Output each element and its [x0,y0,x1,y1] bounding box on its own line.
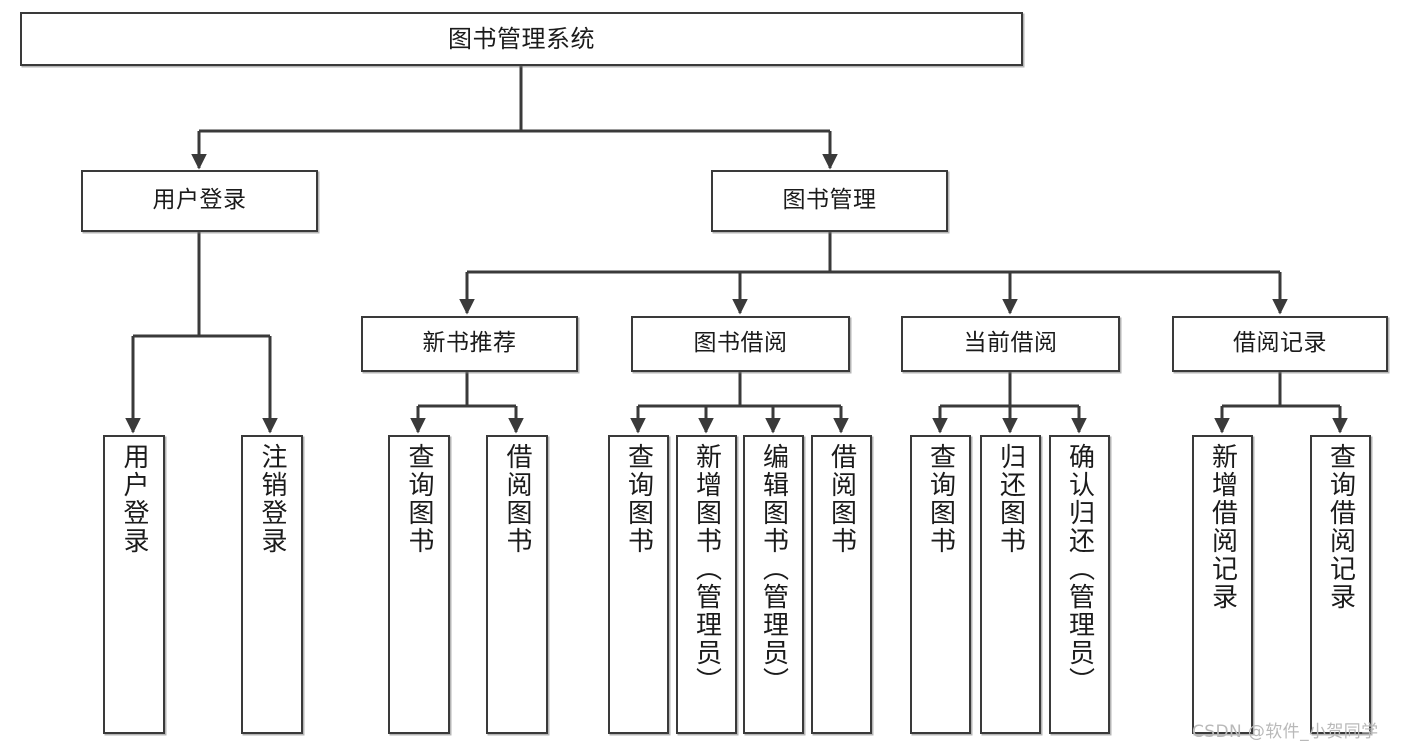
node-label: 查询图书 [925,443,956,555]
node-label: 编辑图书（管理员） [758,443,789,695]
node-label: 查询借阅记录 [1325,443,1356,611]
node-label: 查询图书 [623,443,654,555]
leaf-borrow-record-add-record[interactable]: 新增借阅记录 [1192,435,1253,734]
leaf-book-borrow-query-book[interactable]: 查询图书 [608,435,669,734]
node-book-borrow[interactable]: 图书借阅 [631,316,850,372]
node-label: 用户登录 [152,187,247,214]
node-label: 借阅图书 [502,443,532,555]
node-user-login[interactable]: 用户登录 [81,170,318,232]
node-label: 注销登录 [257,443,287,555]
node-label: 图书管理 [782,187,877,214]
leaf-book-borrow-add-book-admin[interactable]: 新增图书（管理员） [676,435,737,734]
leaf-current-borrow-return-book[interactable]: 归还图书 [980,435,1041,734]
node-new-book-recommend[interactable]: 新书推荐 [361,316,578,372]
node-label: 新书推荐 [422,330,517,357]
leaf-new-book-borrow-book[interactable]: 借阅图书 [486,435,548,734]
node-current-borrow[interactable]: 当前借阅 [901,316,1120,372]
leaf-current-borrow-query-book[interactable]: 查询图书 [910,435,971,734]
leaf-user-login-login[interactable]: 用户登录 [103,435,165,734]
node-label: 用户登录 [119,443,149,555]
csdn-watermark: CSDN @软件_小贺同学 [1192,722,1379,742]
node-label: 查询图书 [404,443,434,555]
leaf-book-borrow-edit-book-admin[interactable]: 编辑图书（管理员） [743,435,804,734]
node-label: 确认归还（管理员） [1064,443,1095,695]
leaf-borrow-record-query-record[interactable]: 查询借阅记录 [1310,435,1371,734]
leaf-user-login-logout[interactable]: 注销登录 [241,435,303,734]
node-label: 图书管理系统 [448,24,595,53]
node-book-management[interactable]: 图书管理 [711,170,948,232]
node-label: 新增图书（管理员） [691,443,722,695]
node-label: 新增借阅记录 [1207,443,1238,611]
node-root-book-management-system[interactable]: 图书管理系统 [20,12,1023,66]
leaf-new-book-query-book[interactable]: 查询图书 [388,435,450,734]
leaf-book-borrow-borrow-book[interactable]: 借阅图书 [811,435,872,734]
leaf-current-borrow-confirm-return-admin[interactable]: 确认归还（管理员） [1049,435,1110,734]
node-label: 图书借阅 [693,330,788,357]
node-label: 当前借阅 [963,330,1058,357]
node-label: 借阅图书 [826,443,857,555]
node-label: 借阅记录 [1233,330,1327,357]
node-borrow-record[interactable]: 借阅记录 [1172,316,1388,372]
node-label: 归还图书 [995,443,1026,555]
